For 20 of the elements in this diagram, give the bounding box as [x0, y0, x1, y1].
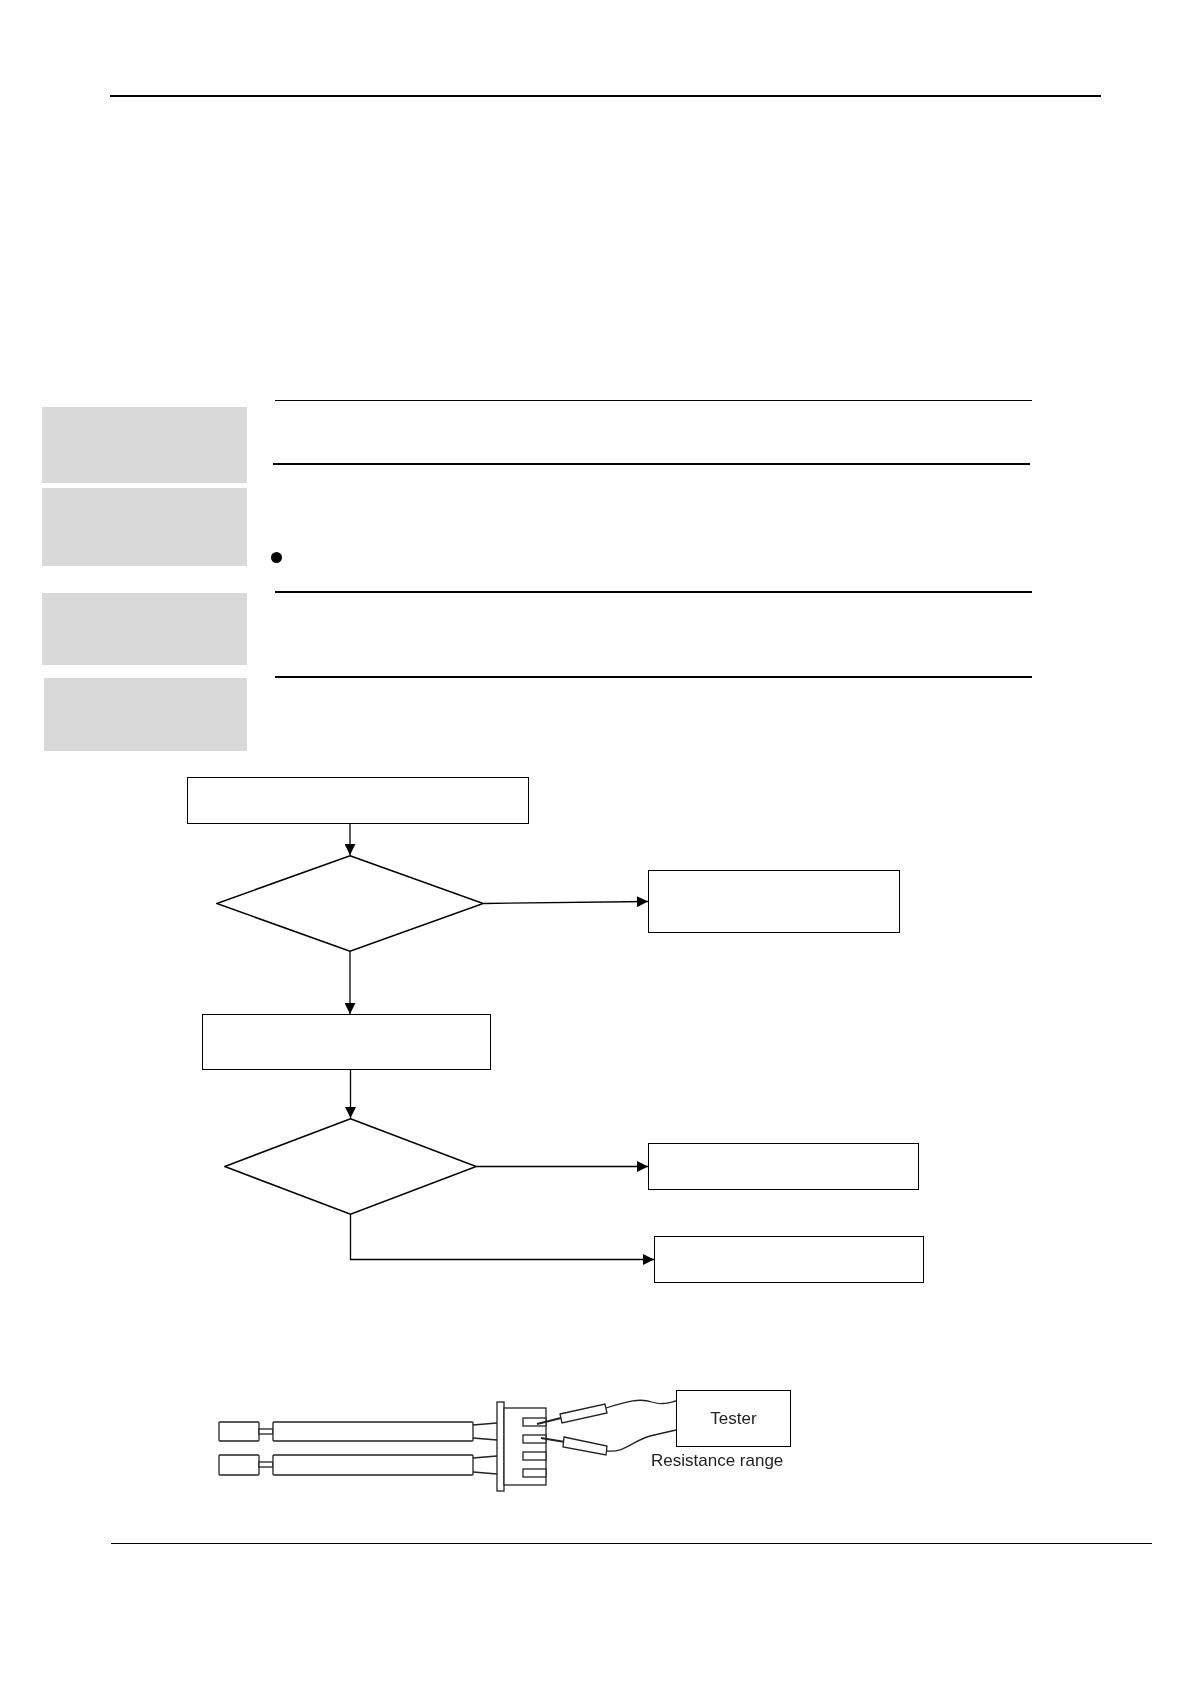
- process-box: [648, 870, 900, 933]
- row-header-cell: [42, 488, 247, 566]
- tester-box: [676, 1390, 791, 1447]
- decision-diamond: [224, 1118, 477, 1215]
- process-box: [654, 1236, 924, 1283]
- arrow: [345, 1069, 356, 1119]
- process-box: [202, 1014, 491, 1070]
- tester-caption: Resistance range: [651, 1451, 784, 1471]
- arrow: [476, 1161, 649, 1172]
- tester-label: Tester: [710, 1408, 757, 1429]
- arrow: [344, 823, 356, 856]
- row-header-cell: [42, 407, 247, 483]
- row-header-cell: [44, 678, 247, 751]
- process-box: [187, 777, 529, 824]
- arrow: [349, 1214, 655, 1265]
- decision-diamond: [216, 855, 484, 952]
- process-box: [648, 1143, 919, 1190]
- arrow: [483, 896, 649, 908]
- arrow: [344, 951, 356, 1015]
- row-header-cell: [42, 593, 247, 665]
